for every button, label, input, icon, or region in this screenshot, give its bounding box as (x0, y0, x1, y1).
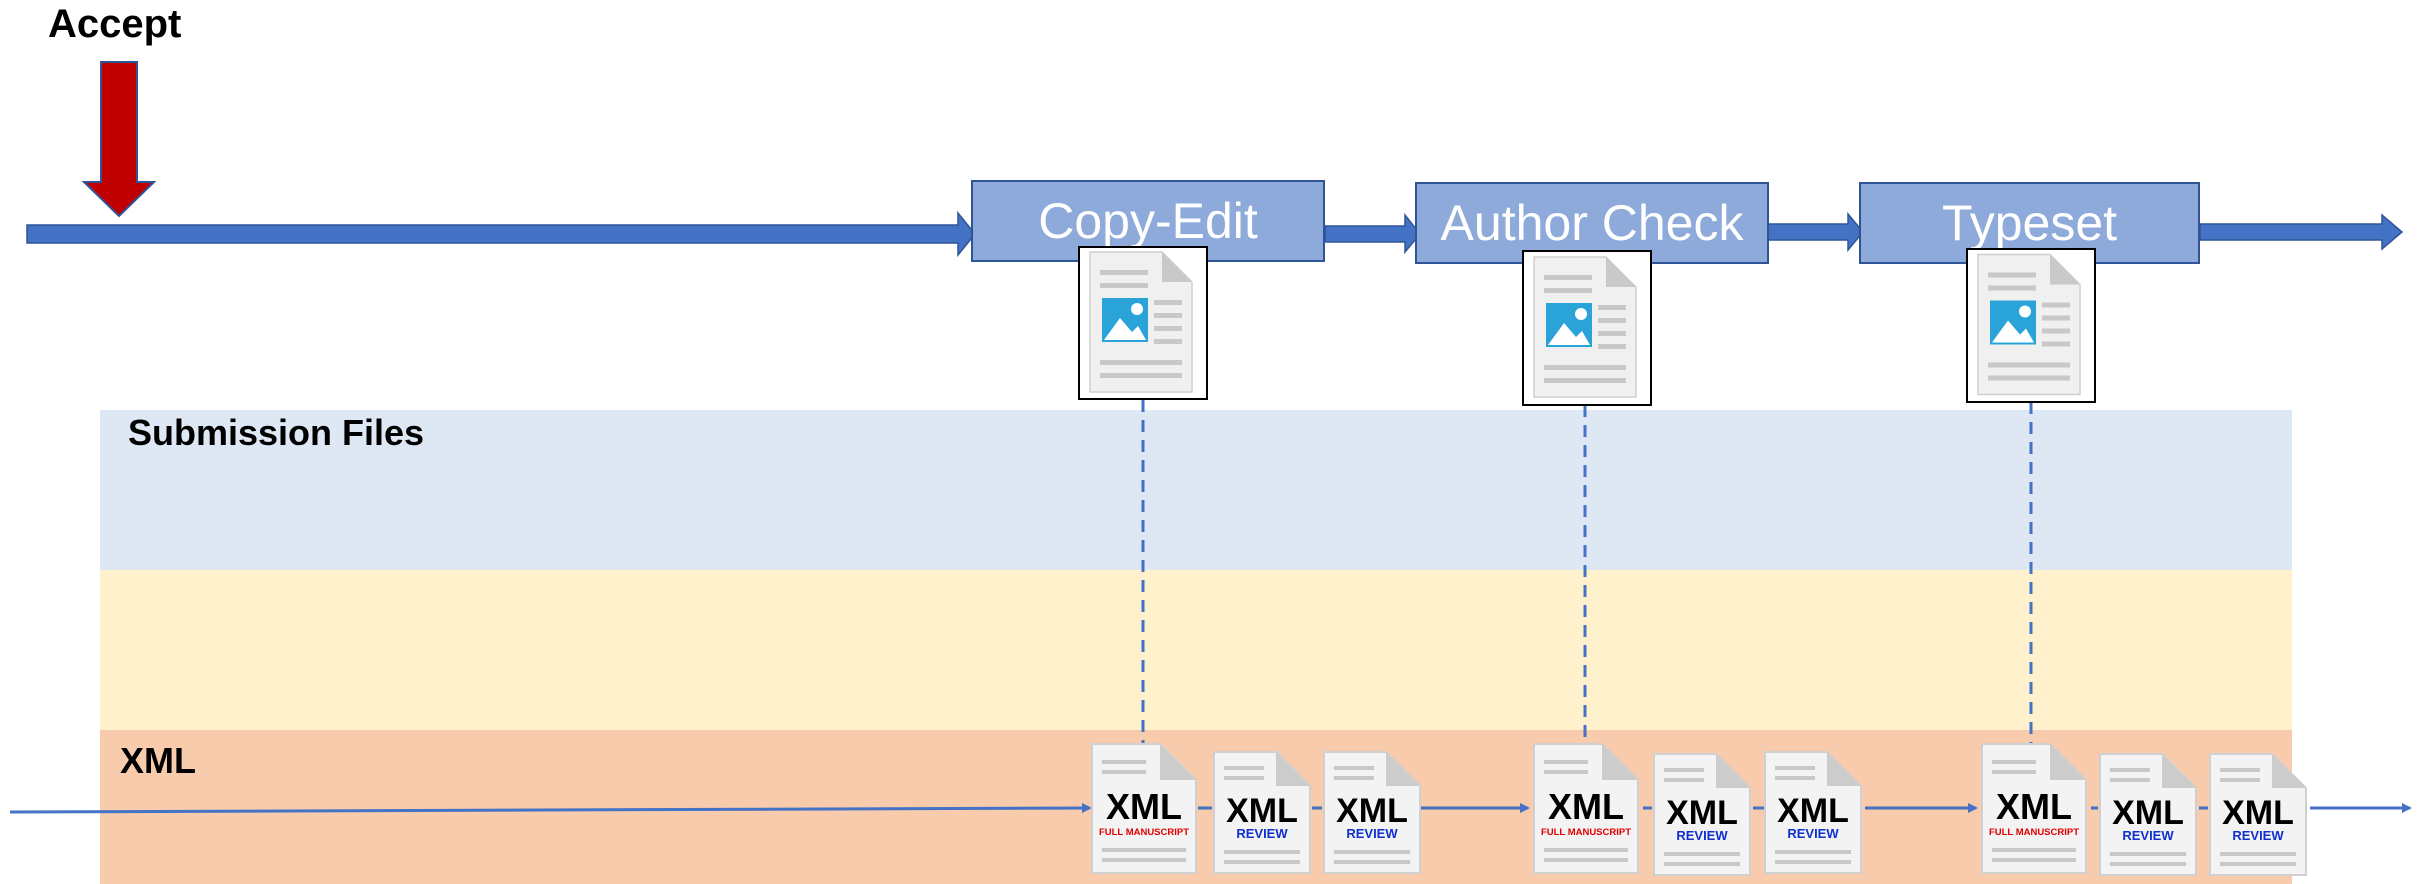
xml-review-icon: XML REVIEW (1764, 751, 1862, 874)
xml-review-icon: XML REVIEW (1653, 753, 1751, 876)
stage-author-check: Author Check (1415, 182, 1769, 264)
xml-full-manuscript-icon: XML FULL MANUSCRIPT (1981, 743, 2087, 874)
xml-review-icon: XML REVIEW (2099, 753, 2197, 876)
timeline-arrow-4 (2199, 213, 2404, 251)
timeline-arrow-3 (1767, 211, 1864, 253)
lane-label-submission-files: Submission Files (128, 412, 425, 453)
svg-text:XML: XML (1226, 792, 1298, 830)
svg-text:REVIEW: REVIEW (1346, 826, 1398, 841)
svg-text:REVIEW: REVIEW (1236, 826, 1288, 841)
stage-label-author-check: Author Check (1440, 195, 1744, 251)
svg-text:XML: XML (1548, 786, 1624, 827)
svg-text:FULL MANUSCRIPT: FULL MANUSCRIPT (1099, 827, 1189, 838)
svg-text:XML: XML (1106, 786, 1182, 827)
timeline-arrow-2 (1324, 212, 1421, 255)
xml-full-manuscript-icon: XML FULL MANUSCRIPT (1091, 743, 1197, 874)
svg-text:REVIEW: REVIEW (2122, 828, 2174, 843)
xml-review-icon: XML REVIEW (1323, 751, 1421, 874)
image-document-icon (1966, 248, 2096, 403)
image-document-icon (1078, 246, 1208, 400)
stage-label-copy-edit: Copy-Edit (1038, 193, 1258, 249)
svg-text:FULL MANUSCRIPT: FULL MANUSCRIPT (1989, 827, 2079, 838)
svg-text:XML: XML (1777, 792, 1849, 830)
svg-text:XML: XML (2222, 794, 2294, 832)
xml-review-icon: XML REVIEW (1213, 751, 1311, 874)
svg-text:REVIEW: REVIEW (2232, 828, 2284, 843)
svg-text:XML: XML (1336, 792, 1408, 830)
stage-label-typeset: Typeset (1941, 195, 2118, 251)
xml-flow-arrow-in (9, 803, 1092, 814)
xml-review-icon: XML REVIEW (2209, 753, 2307, 876)
svg-text:XML: XML (2112, 794, 2184, 832)
lane-label-xml: XML (120, 740, 196, 781)
image-document-icon (1522, 250, 1652, 406)
svg-text:REVIEW: REVIEW (1676, 828, 1728, 843)
svg-text:FULL MANUSCRIPT: FULL MANUSCRIPT (1541, 827, 1631, 838)
svg-text:XML: XML (1666, 794, 1738, 832)
lane-middle (100, 570, 2292, 730)
lane-submission-files (100, 410, 2292, 570)
svg-text:XML: XML (1996, 786, 2072, 827)
timeline-arrow-1 (26, 210, 976, 258)
svg-text:REVIEW: REVIEW (1787, 826, 1839, 841)
accept-label: Accept (48, 2, 182, 46)
xml-full-manuscript-icon: XML FULL MANUSCRIPT (1533, 743, 1639, 874)
accept-arrow (81, 61, 157, 218)
